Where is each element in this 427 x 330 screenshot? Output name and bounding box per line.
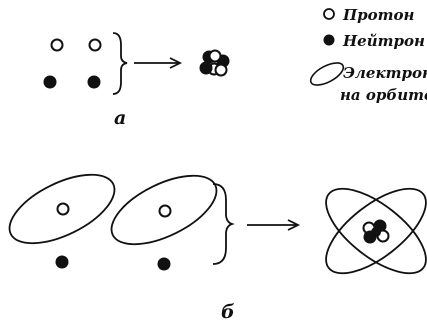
brace-a xyxy=(113,33,127,94)
proton-a-2 xyxy=(90,40,101,51)
proton-b-2 xyxy=(160,206,171,217)
neutron-a-2 xyxy=(88,76,101,89)
electron-b-1 xyxy=(56,256,69,269)
atom-b-1 xyxy=(0,161,125,269)
legend-neutron-symbol xyxy=(324,35,335,46)
electron-b-2 xyxy=(158,258,171,271)
arrow-a xyxy=(134,58,180,68)
arrow-b xyxy=(247,220,298,230)
helium-atom-b xyxy=(313,174,427,289)
legend-proton-label: Протон xyxy=(342,6,415,24)
part-b: б xyxy=(0,161,427,323)
part-a: a xyxy=(44,33,230,129)
legend-neutron-label: Нейтрон xyxy=(342,32,425,50)
proton-a-1 xyxy=(52,40,63,51)
legend-electron-label-line1: Электрон xyxy=(343,64,427,82)
label-part-b: б xyxy=(221,301,235,323)
proton-b-1 xyxy=(58,204,69,215)
atom-b-2 xyxy=(101,162,226,271)
legend-electron-label-line2: на орбите xyxy=(340,86,427,104)
label-part-a: a xyxy=(114,107,126,129)
legend: Протон Нейтрон Электрон на орбите xyxy=(307,6,427,104)
neutron-a-1 xyxy=(44,76,57,89)
legend-electron-orbit-symbol xyxy=(307,58,346,89)
nucleus-b xyxy=(364,220,389,244)
nucleus-a xyxy=(200,51,230,76)
legend-proton-symbol xyxy=(324,9,334,19)
